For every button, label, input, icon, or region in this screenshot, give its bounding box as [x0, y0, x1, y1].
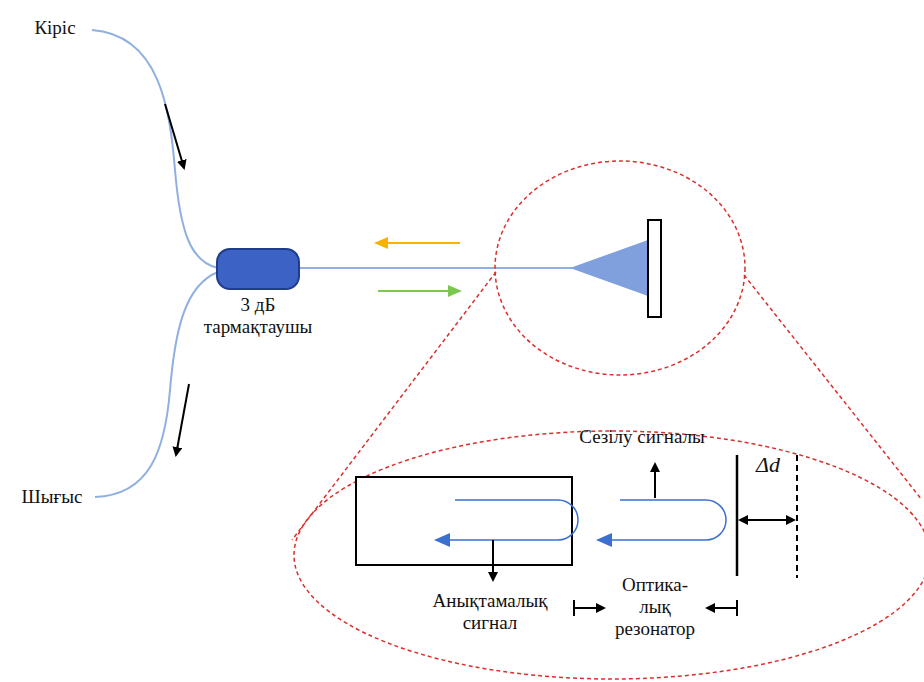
fiber-end: [356, 477, 572, 565]
dimension-label: Δd: [743, 452, 793, 477]
signal-arrow: [654, 464, 656, 498]
sensing-beam: [598, 500, 726, 540]
cavity-bracket: [707, 607, 737, 609]
reflected-arrow: [376, 242, 460, 244]
zoom-region: [495, 161, 745, 375]
reference-beam: [436, 500, 578, 540]
diaphragm-displaced: [796, 455, 798, 578]
zoom-ellipse: [294, 431, 924, 679]
input-fiber: [92, 30, 218, 268]
port-label: Шығыс: [7, 486, 97, 508]
mirror: [648, 220, 661, 317]
incident-arrow: [378, 290, 460, 292]
signal-label: Сезілу сигналы: [547, 426, 737, 448]
signal-label: Анықтамалық сигнал: [410, 590, 570, 634]
diaphragm: [736, 455, 739, 576]
flow-arrow: [176, 384, 189, 455]
dimension-arrow: [740, 519, 794, 521]
splitter-node: 3 дБ тармақтаушы: [216, 248, 300, 290]
port-label: Кіріс: [10, 17, 100, 39]
fiber: [300, 267, 572, 269]
cavity-bracket: [574, 607, 604, 609]
output-fiber: [95, 272, 218, 497]
flow-arrow: [165, 104, 184, 168]
beam-cone: [570, 240, 648, 296]
cavity-label: Оптика- лық резонатор: [607, 574, 703, 640]
node-label: 3 дБ тармақтаушы: [186, 294, 330, 338]
signal-arrow: [492, 540, 494, 580]
coupler-body: [216, 248, 300, 290]
dimension-arrow: [740, 519, 794, 521]
